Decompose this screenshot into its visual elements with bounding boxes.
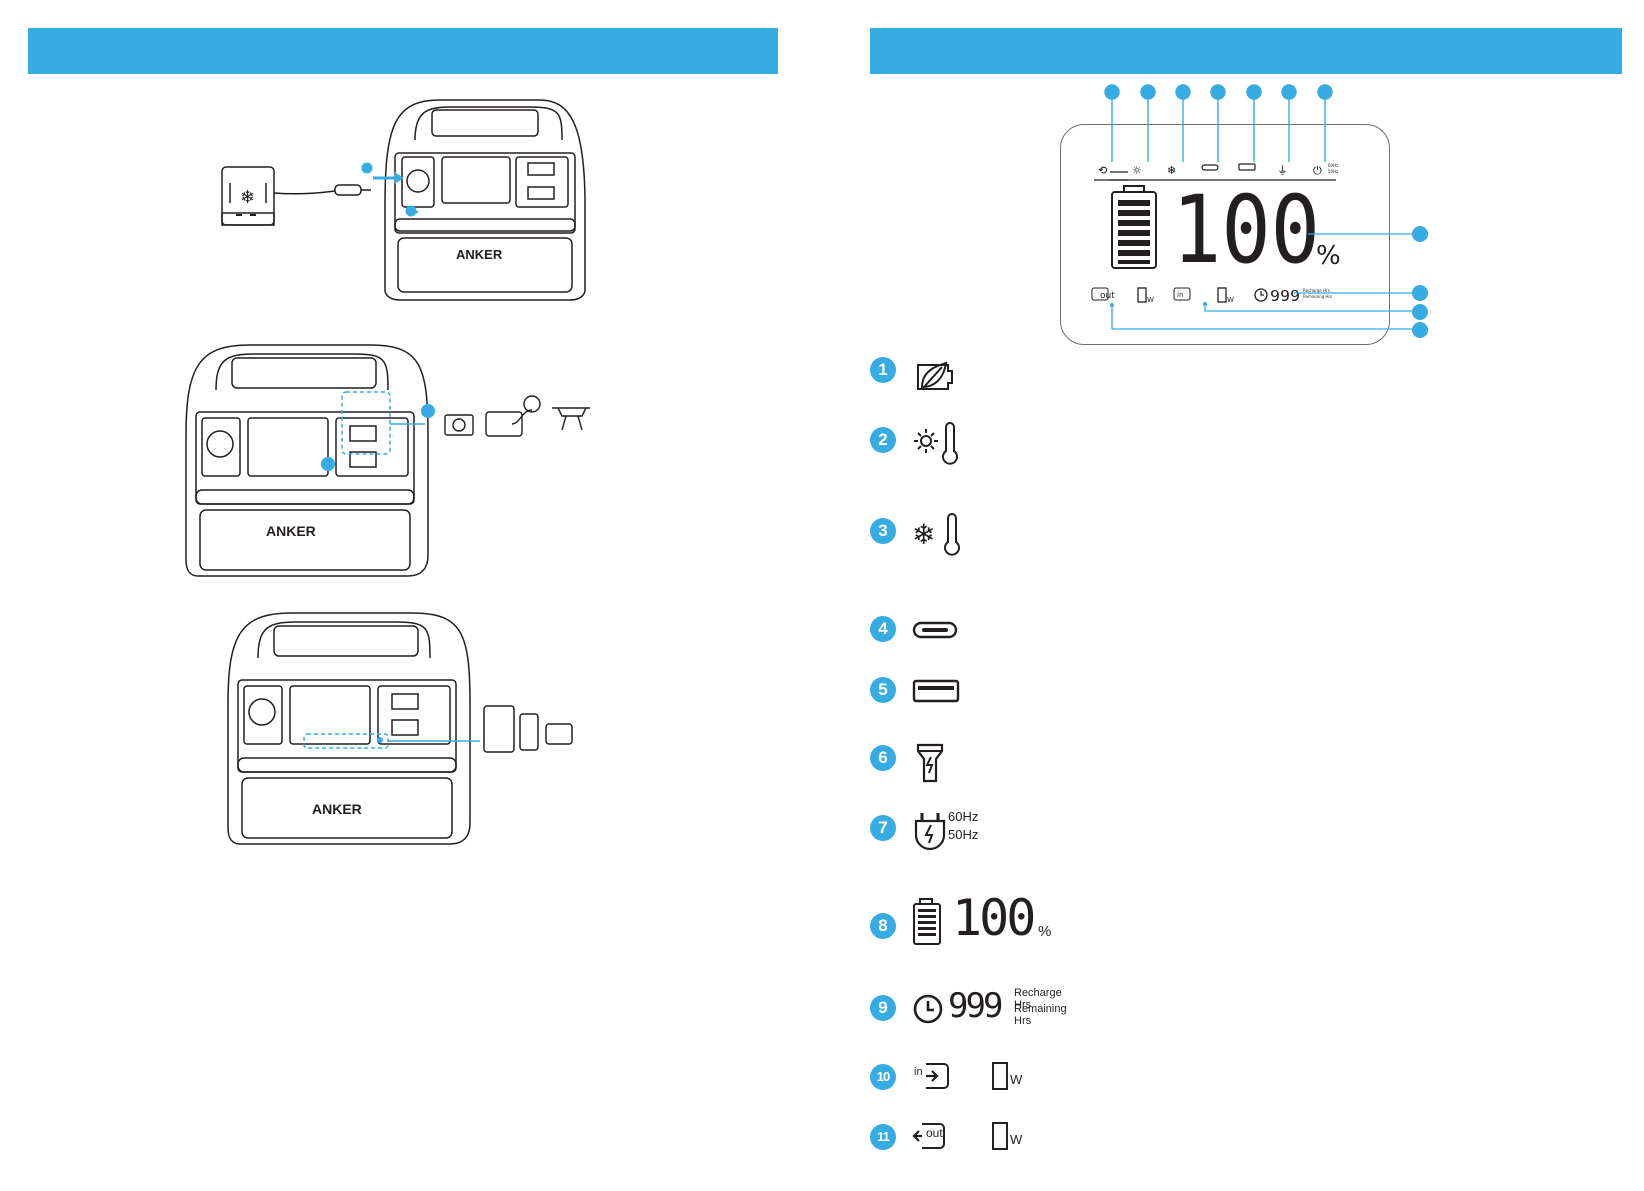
svg-text:W: W [1227,296,1234,304]
output-watt-digit [992,1122,1008,1150]
lcd-callout-dot [1176,85,1190,99]
laptop-icon [486,412,522,436]
eco-mode-icon [912,357,960,397]
low-temperature-icon: ❄ [912,514,964,558]
hours-digits: 999 [948,989,1000,1023]
battery-icon [912,897,948,947]
lcd-percent-sign: % [1316,241,1341,271]
lcd-high-temp-icon: ☼ [1132,164,1142,177]
usb-a-icon [912,679,960,703]
lcd-callout-dot [1247,85,1261,99]
svg-text:Remaining Hrs: Remaining Hrs [1303,294,1332,299]
snowflake-icon: ❄ [240,187,255,208]
lcd-callout-dot [1318,85,1332,99]
svg-text:Recharge Hrs: Recharge Hrs [1303,288,1330,293]
svg-text:ANKER: ANKER [266,523,316,539]
action-camera-icon [546,724,572,744]
lcd-battery-bars [1118,200,1150,264]
camera-icon [445,415,473,435]
lcd-callout-dot [1141,85,1155,99]
svg-text:❄: ❄ [912,518,935,551]
lcd-input-icon: in [1177,291,1183,299]
lcd-diagram: ⟲ ☼ ❄ ⏚ ⏻ 60Hz 50Hz 100 % out W in W 999… [1050,84,1430,354]
flashlight-icon [912,741,952,785]
input-watt-digit [992,1062,1008,1090]
lcd-eco-icon: ⟲ [1098,164,1107,177]
figure-ac-output: ANKER [180,340,640,580]
svg-text:50Hz: 50Hz [1328,169,1338,174]
figure-car-socket: ANKER ❄ [210,95,600,305]
ac-plug-icon [912,811,952,855]
svg-text:60Hz: 60Hz [1328,163,1338,168]
lcd-callout-dot [1282,85,1296,99]
phone-icon [520,714,538,750]
usb-c-icon [912,620,960,640]
high-temperature-icon [912,423,960,467]
lcd-percent-digits: 100 [1172,176,1320,285]
clock-icon [912,993,944,1025]
tablet-icon [484,706,514,752]
svg-text:W: W [1147,296,1154,304]
drone-icon [552,408,590,430]
freq-50-label: 50Hz [948,827,978,842]
freq-60-label: 60Hz [948,809,978,824]
svg-text:999: 999 [1270,287,1300,305]
brand-logo: ANKER [456,247,503,262]
figure-usb-output: ANKER [222,608,622,848]
lcd-callout-dot [1211,85,1225,99]
right-page-header-bar [870,28,1622,74]
remaining-hrs-label: Remaining Hrs [1014,1003,1067,1027]
left-page-header-bar [28,28,778,74]
battery-percent-digits: 100 [952,893,1033,943]
lcd-callout-dot [1105,85,1119,99]
svg-text:ANKER: ANKER [312,801,362,817]
